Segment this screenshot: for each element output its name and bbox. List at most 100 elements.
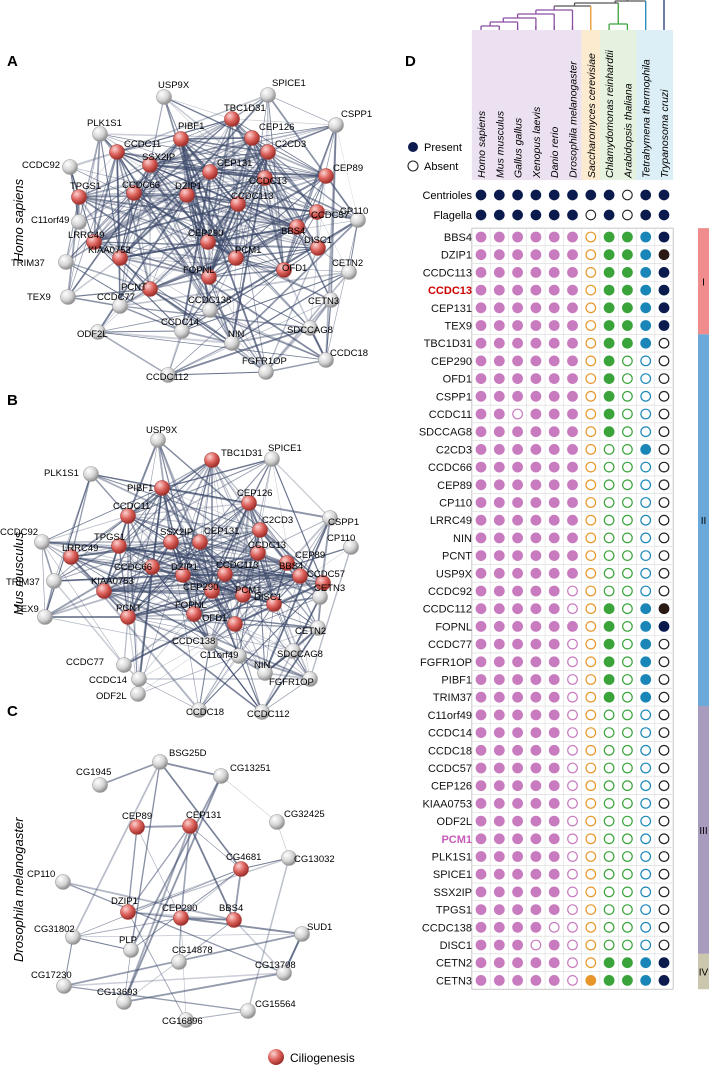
node-c11orf49 [231, 648, 247, 664]
network-edge [186, 194, 211, 311]
node-cg1945 [92, 777, 108, 793]
presence-cell [640, 780, 652, 792]
trait-cell [658, 209, 670, 221]
presence-cell [622, 886, 633, 898]
presence-cell [512, 355, 523, 367]
network-edge [234, 623, 311, 680]
presence-cell [585, 851, 597, 862]
node-fopnl [201, 269, 217, 285]
presence-cell [640, 514, 652, 526]
network-edge [90, 473, 129, 517]
presence-cell [585, 744, 597, 756]
presence-cell [512, 497, 523, 508]
network-edge [161, 487, 201, 543]
gene-label-pibf1: PIBF1 [441, 675, 472, 687]
node-cep131 [182, 818, 198, 834]
presence-cell [658, 886, 670, 898]
node-label-fgfr1op: FGFR1OP [269, 677, 314, 688]
node-cg13032 [281, 850, 297, 866]
presence-cell [493, 798, 505, 809]
gene-label-ofd1: OFD1 [443, 374, 472, 386]
node-label-spice1: SPICE1 [268, 443, 302, 454]
gene-label-ssx2ip: SSX2IP [433, 887, 472, 899]
node-label-cep131: CEP131 [204, 526, 239, 537]
presence-cell [493, 815, 505, 827]
presence-cell [475, 727, 487, 738]
presence-cell [567, 550, 578, 561]
presence-cell [640, 550, 652, 561]
presence-cell [548, 798, 560, 809]
node-kiaa0753 [96, 583, 112, 599]
node-label-ccdc113: CCDC113 [216, 560, 259, 571]
presence-cell [585, 904, 597, 915]
presence-cell [475, 461, 487, 473]
presence-cell [622, 479, 633, 491]
presence-cell [640, 709, 652, 721]
presence-cell [530, 284, 542, 296]
group-label-iii: III [699, 826, 707, 837]
network-edge [198, 655, 240, 711]
node-label-ccdc14: CCDC14 [161, 317, 199, 328]
presence-cell [493, 337, 505, 349]
presence-cell [512, 744, 523, 756]
presence-cell [585, 567, 597, 579]
node-ccdc13 [250, 545, 266, 561]
presence-cell [475, 514, 487, 526]
network-edge [149, 257, 237, 290]
presence-cell [567, 939, 578, 951]
presence-cell [603, 638, 615, 650]
absent-legend-icon [407, 160, 419, 172]
node-label-cg17230: CG17230 [31, 970, 72, 981]
presence-cell [548, 904, 560, 915]
node-label-pcnt: PCNT [116, 603, 142, 614]
species-tree [480, 0, 665, 30]
trait-cell [548, 209, 560, 221]
presence-cell [658, 798, 670, 809]
network-edge [251, 137, 327, 177]
presence-cell [585, 621, 597, 632]
node-ccdc11 [120, 508, 136, 524]
presence-cell [640, 426, 652, 438]
presence-cell [475, 585, 487, 597]
presence-cell [622, 674, 633, 685]
gene-label-bbs4: BBS4 [444, 232, 472, 244]
network-edge [186, 194, 319, 249]
presence-cell [512, 833, 523, 845]
network-edge [67, 257, 121, 298]
network-edge [78, 151, 118, 198]
presence-cell [603, 904, 615, 915]
presence-cell [493, 550, 505, 561]
presence-cell [567, 302, 578, 314]
presence-cell [475, 780, 487, 792]
node-sud1 [294, 926, 310, 942]
node-fgfr1op [258, 364, 274, 380]
presence-cell [658, 532, 670, 544]
network-edge [271, 458, 324, 584]
node-pibf1 [154, 480, 170, 496]
presence-cell [493, 461, 505, 473]
presence-cell [512, 585, 523, 597]
presence-cell [548, 868, 560, 880]
network-edge [130, 868, 242, 951]
gene-label-ccdc57: CCDC57 [428, 763, 472, 775]
node-label-cp110: CP110 [27, 869, 55, 880]
group-bar-iii [698, 706, 709, 954]
presence-cell [530, 408, 542, 420]
network-edge [127, 439, 159, 517]
network-edge [193, 613, 294, 652]
node-label-nin: NIN [228, 329, 245, 340]
presence-cell [622, 444, 633, 455]
network-edge [180, 825, 191, 919]
presence-cell [548, 337, 560, 349]
edges-c [62, 761, 303, 1021]
presence-cell [475, 833, 487, 845]
presence-cell [622, 939, 633, 951]
network-edge [149, 124, 337, 166]
gene-label-kiaa0753: KIAA0753 [422, 798, 472, 810]
presence-cell [530, 656, 542, 668]
presence-cell [622, 744, 633, 756]
presence-cell [493, 638, 505, 650]
network-edge [267, 94, 359, 221]
node-ccdc138 [202, 302, 218, 318]
network-edge [207, 203, 239, 243]
